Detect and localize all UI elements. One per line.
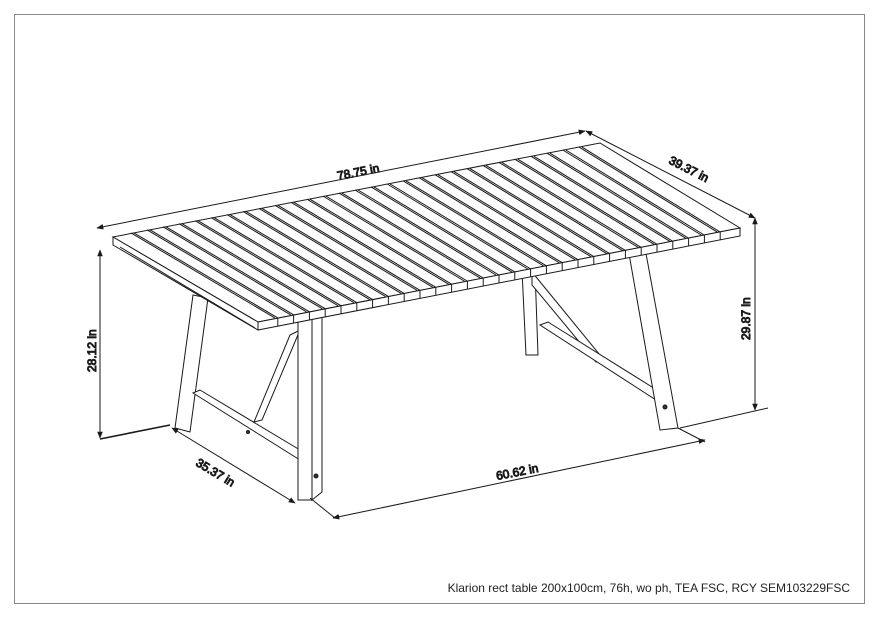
dimension-lines bbox=[96, 129, 769, 520]
dim-length-label: 78.75 in bbox=[336, 161, 381, 183]
slat-edge bbox=[149, 229, 294, 316]
drawing-frame bbox=[14, 14, 865, 604]
slat-edge bbox=[210, 217, 355, 304]
slat-edge bbox=[162, 226, 307, 313]
product-caption: Klarion rect table 200x100cm, 76h, wo ph… bbox=[447, 581, 850, 595]
dim-height-left-label: 28.12 in bbox=[85, 329, 99, 372]
slat-edge bbox=[133, 232, 279, 319]
back-right-leg-assembly bbox=[521, 247, 679, 431]
slat-edge bbox=[178, 223, 323, 310]
slat-edge bbox=[213, 217, 358, 304]
slat-edge bbox=[194, 220, 339, 307]
slat-edge bbox=[165, 226, 310, 313]
slat-edge bbox=[197, 220, 342, 307]
slat-edge bbox=[146, 229, 291, 316]
slat-edge bbox=[181, 223, 326, 310]
slat-edge bbox=[130, 232, 276, 319]
dim-width-label: 39.37 in bbox=[667, 153, 711, 185]
dim-height-right-label: 29.87 in bbox=[739, 297, 753, 340]
dim-leg-width-label: 35.37 in bbox=[193, 456, 237, 490]
